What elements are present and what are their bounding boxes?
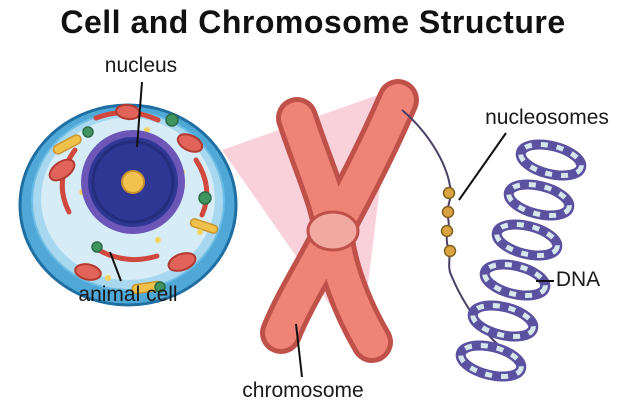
mitochondrion bbox=[167, 252, 197, 272]
golgi-body bbox=[189, 218, 219, 234]
vesicle-dot bbox=[105, 275, 111, 281]
vesicle-dot bbox=[155, 237, 161, 243]
er-strand bbox=[193, 157, 210, 218]
nucleosomes-connector-line bbox=[458, 132, 507, 201]
chromatin-strand bbox=[401, 109, 507, 352]
animal-cell-illustration bbox=[18, 103, 238, 307]
nucleosome-bead bbox=[443, 244, 457, 258]
helix-banding bbox=[506, 181, 572, 219]
nucleus-connector-line bbox=[136, 81, 143, 148]
chromosome-connector-line bbox=[295, 323, 303, 378]
chromatin-strand-illustration bbox=[401, 109, 507, 352]
green-organelle bbox=[198, 191, 212, 205]
mitochondrion bbox=[48, 158, 76, 182]
label-connectors bbox=[109, 81, 554, 378]
green-organelle bbox=[165, 113, 179, 127]
nucleus-inner-edge bbox=[91, 140, 175, 224]
er-strand bbox=[59, 147, 78, 215]
green-organelle bbox=[82, 126, 94, 138]
chromosome-label: chromosome bbox=[242, 379, 364, 402]
mitochondrion bbox=[74, 263, 102, 281]
dna-label: DNA bbox=[555, 268, 601, 291]
page-title: Cell and Chromosome Structure bbox=[60, 4, 566, 40]
green-organelle bbox=[91, 241, 103, 253]
helix-banding bbox=[482, 261, 548, 299]
nucleosome-bead bbox=[440, 224, 454, 238]
nucleus-label: nucleus bbox=[104, 54, 178, 77]
nucleolus bbox=[121, 170, 145, 194]
nucleosome-bead bbox=[441, 205, 455, 219]
mitochondrion bbox=[176, 133, 204, 153]
helix-banding bbox=[458, 342, 524, 380]
animal-cell-label: animal cell bbox=[78, 283, 178, 306]
chromosome-illustration bbox=[260, 79, 419, 363]
vesicle-dot bbox=[197, 229, 203, 235]
dna-helix-illustration bbox=[455, 139, 587, 382]
green-organelle bbox=[154, 281, 166, 293]
golgi-body bbox=[52, 134, 82, 155]
helix-banding bbox=[494, 221, 560, 259]
helix-banding bbox=[518, 141, 584, 179]
nucleosomes-label: nucleosomes bbox=[485, 106, 609, 129]
vesicle-dot bbox=[144, 127, 150, 133]
helix-banding bbox=[470, 302, 536, 340]
nucleosome-bead bbox=[442, 186, 456, 200]
centromere bbox=[306, 210, 360, 252]
animal-cell-connector-line bbox=[109, 251, 122, 282]
